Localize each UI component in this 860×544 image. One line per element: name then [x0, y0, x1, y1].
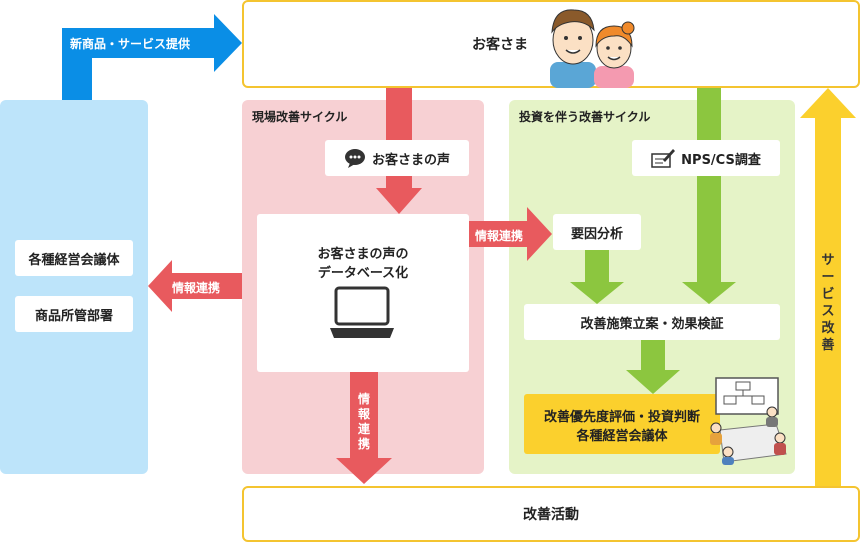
management-meeting-box: 各種経営会議体 [15, 240, 133, 276]
customers-illustration-icon [550, 9, 635, 88]
pen-paper-icon [651, 149, 676, 168]
investment-cycle-title: 投資を伴う改善サイクル [519, 110, 651, 124]
database-label-line2: データベース化 [317, 266, 409, 281]
service-char: 善 [821, 338, 835, 353]
nps-survey-box: NPS/CS調査 [632, 140, 780, 176]
priority-label-line2: 各種経営会議体 [576, 429, 668, 444]
left-arrow-label: 情報連携 [172, 281, 221, 295]
factor-analysis-box: 要因分析 [553, 214, 641, 250]
down-arrow-char: 情 [357, 392, 370, 406]
down-arrow-label: 情 報 連 携 [356, 392, 372, 452]
customer-voice-label: お客さまの声 [371, 152, 450, 168]
chat-bubble-icon [344, 149, 365, 168]
product-department-box: 商品所管部署 [15, 296, 133, 332]
improvement-activity-box: 改善活動 [242, 486, 860, 542]
laptop-icon [330, 286, 394, 338]
service-char: ビ [821, 287, 835, 302]
left-panel [0, 100, 148, 474]
new-products-label: 新商品・サービス提供 [70, 37, 191, 51]
service-improvement-label: サ ー ビ ス 改 善 [820, 252, 836, 354]
service-char: ス [821, 304, 835, 319]
field-cycle-title: 現場改善サイクル [252, 110, 348, 124]
measures-box: 改善施策立案・効果検証 [524, 304, 780, 340]
customers-label: お客さま [472, 37, 528, 53]
priority-box [524, 394, 720, 454]
customer-voice-box: お客さまの声 [325, 140, 469, 176]
nps-survey-label: NPS/CS調査 [681, 152, 761, 168]
down-arrow-char: 連 [357, 422, 370, 436]
database-label-line1: お客さまの声の [317, 247, 409, 262]
down-arrow-char: 携 [357, 437, 370, 451]
meeting-illustration-icon [710, 377, 787, 465]
service-char: サ [821, 253, 835, 268]
service-char: 改 [821, 321, 835, 336]
priority-label-line1: 改善優先度評価・投資判断 [543, 410, 700, 425]
service-char: ー [821, 270, 835, 285]
down-arrow-char: 報 [357, 407, 370, 421]
middle-arrow-label: 情報連携 [475, 229, 524, 243]
